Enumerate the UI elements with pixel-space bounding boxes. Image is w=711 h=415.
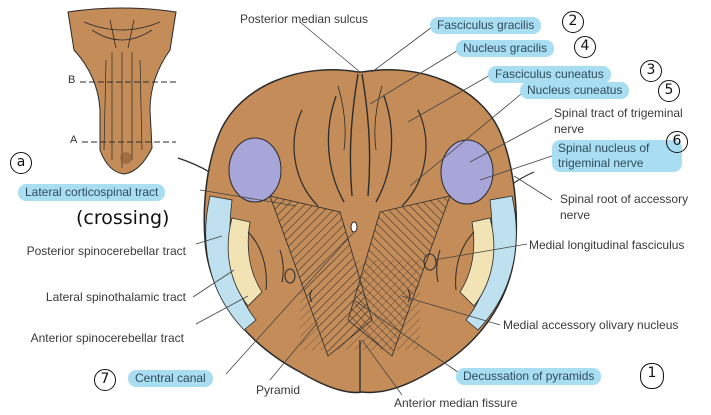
- label-medial-longitudinal-fasciculus: Medial longitudinal fasciculus: [529, 238, 711, 252]
- annotation-6: 6: [666, 131, 688, 153]
- label-nucleus-cuneatus: Nucleus cuneatus: [520, 82, 629, 99]
- annotation-2: 2: [562, 11, 584, 33]
- label-medial-accessory-olivary: Medial accessory olivary nucleus: [503, 318, 711, 332]
- spinal-trigeminal-nucleus-right: [441, 140, 493, 204]
- label-spinal-root-accessory: Spinal root of accessory nerve: [560, 191, 710, 223]
- annotation-7: 7: [94, 369, 116, 391]
- label-fasciculus-gracilis: Fasciculus gracilis: [430, 17, 541, 34]
- label-spinal-nucleus-trigeminal: Spinal nucleus of trigeminal nerve: [552, 140, 682, 172]
- annotation-3: 3: [640, 60, 662, 82]
- annotation-4: 4: [574, 36, 596, 58]
- label-lateral-corticospinal: Lateral corticospinal tract: [18, 184, 165, 201]
- label-anterior-median-fissure: Anterior median fissure: [394, 396, 517, 410]
- spinal-trigeminal-nucleus-left: [229, 138, 281, 202]
- label-decussation-of-pyramids: Decussation of pyramids: [456, 368, 601, 385]
- annotation-1: 1: [640, 363, 664, 389]
- label-posterior-median-sulcus: Posterior median sulcus: [240, 12, 368, 26]
- label-pyramid: Pyramid: [256, 383, 300, 397]
- label-lateral-spinothalamic: Lateral spinothalamic tract: [18, 290, 186, 304]
- central-canal: [351, 222, 357, 232]
- label-spinal-tract-trigeminal: Spinal tract of trigeminal nerve: [554, 105, 709, 137]
- annotation-5: 5: [658, 80, 680, 102]
- label-anterior-spinocerebellar: Anterior spinocerebellar tract: [20, 330, 184, 347]
- annotation-a: a: [10, 152, 32, 174]
- label-central-canal: Central canal: [128, 370, 213, 387]
- annotation-crossing: (crossing): [76, 207, 169, 229]
- inset-brainstem: [68, 8, 176, 174]
- inset-level-b: B: [68, 74, 75, 86]
- label-fasciculus-cuneatus: Fasciculus cuneatus: [488, 66, 611, 83]
- label-nucleus-gracilis: Nucleus gracilis: [456, 40, 554, 57]
- label-posterior-spinocerebellar: Posterior spinocerebellar tract: [10, 243, 186, 260]
- inset-level-a: A: [70, 134, 77, 146]
